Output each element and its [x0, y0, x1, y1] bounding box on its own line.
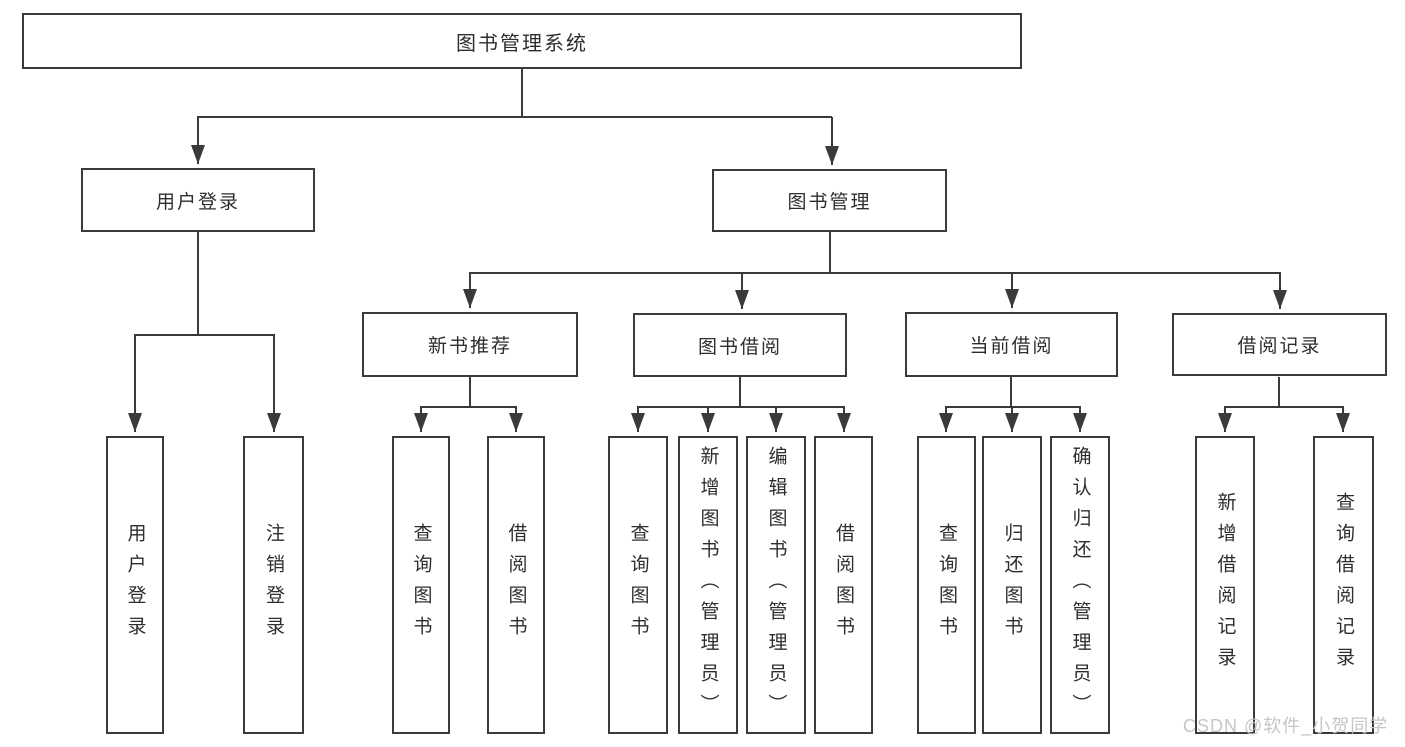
node-library-management-system: 图书管理系统: [22, 13, 1022, 69]
leaf-edit-books-admin: 编辑图书（管理员）: [746, 436, 806, 734]
leaf-query-borrow-record: 查询借阅记录: [1313, 436, 1374, 734]
connector-arrows: [128, 117, 1350, 432]
leaf-add-borrow-record: 新增借阅记录: [1195, 436, 1255, 734]
node-borrowing-records: 借阅记录: [1172, 313, 1387, 376]
leaf-borrow-books-2: 借阅图书: [814, 436, 873, 734]
leaf-logout: 注销登录: [243, 436, 304, 734]
node-book-borrowing: 图书借阅: [633, 313, 847, 377]
leaf-query-books-2: 查询图书: [608, 436, 668, 734]
node-book-management: 图书管理: [712, 169, 947, 232]
leaf-confirm-return-admin: 确认归还（管理员）: [1050, 436, 1110, 734]
leaf-add-books-admin: 新增图书（管理员）: [678, 436, 738, 734]
node-new-book-recommendation: 新书推荐: [362, 312, 578, 377]
leaf-query-books-1: 查询图书: [392, 436, 450, 734]
leaf-query-books-3: 查询图书: [917, 436, 976, 734]
node-user-login: 用户登录: [81, 168, 315, 232]
csdn-watermark: CSDN @软件_小贺同学: [1183, 716, 1389, 736]
leaf-borrow-books-1: 借阅图书: [487, 436, 545, 734]
leaf-return-books: 归还图书: [982, 436, 1042, 734]
node-current-borrowing: 当前借阅: [905, 312, 1118, 377]
leaf-user-login: 用户登录: [106, 436, 164, 734]
